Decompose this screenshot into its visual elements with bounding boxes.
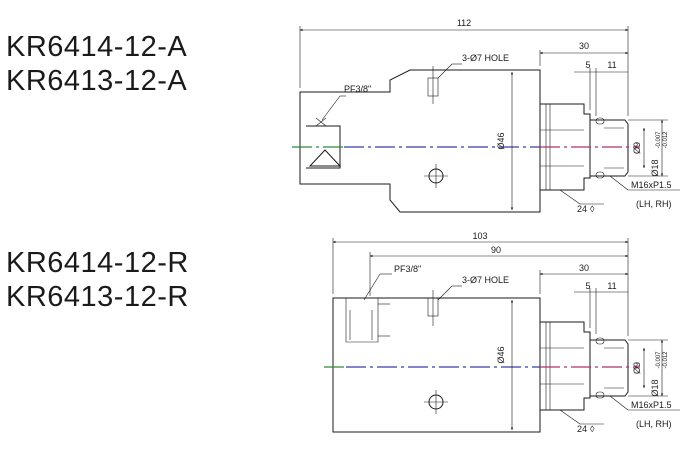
body-r [332, 297, 541, 433]
wrench-icon-a: ◊ [590, 204, 595, 214]
dim-90-r: 90 [491, 245, 501, 255]
hole-label-r: 3-Ø7 HOLE [462, 275, 509, 285]
hex-label-r: 24 [577, 424, 587, 434]
model-label-r2: KR6413-12-R [6, 281, 189, 313]
dim-overall-r: 103 [472, 231, 487, 241]
wrench-icon-r: ◊ [590, 424, 595, 434]
tol-upper-a: -0.007 [656, 131, 662, 149]
drawing-a: 112 30 5 11 3-Ø7 HOLE PF3/8" Ø46 Ø9 Ø18 … [292, 18, 680, 214]
tol-lower-r: -0.012 [663, 351, 669, 369]
dim-overall-a: 112 [457, 18, 471, 28]
thread-dir-a: (LH, RH) [636, 199, 672, 209]
hex-label-a: 24 [577, 204, 587, 214]
hex-section-r [540, 321, 591, 411]
port-label-a: PF3/8" [344, 84, 371, 94]
model-label-a1: KR6414-12-A [6, 31, 188, 63]
thread-dir-r: (LH, RH) [636, 419, 672, 429]
dia46-a: Ø46 [496, 132, 506, 149]
body-a [299, 69, 541, 213]
thread-label-r: M16xP1.5 [631, 400, 672, 410]
drawing-r: 103 90 30 5 11 3-Ø7 HOLE PF3/8" Ø46 Ø9 Ø… [324, 231, 680, 434]
dim-11-r: 11 [607, 281, 616, 291]
thread-label-a: M16xP1.5 [631, 180, 672, 190]
model-label-r1: KR6414-12-R [6, 247, 189, 279]
dim-5-a: 5 [585, 60, 590, 70]
model-label-a2: KR6413-12-A [6, 65, 188, 97]
tol-lower-a: -0.012 [663, 131, 669, 149]
tol-upper-r: -0.007 [656, 351, 662, 369]
shaft-a [590, 119, 629, 177]
dia18-a: Ø18 [650, 159, 660, 176]
port-label-r: PF3/8" [394, 264, 421, 274]
hex-section-a [540, 103, 591, 191]
dia46-r: Ø46 [496, 346, 506, 363]
dim-11-a: 11 [607, 60, 616, 70]
dim-30-a: 30 [579, 41, 589, 51]
hole-label-a: 3-Ø7 HOLE [462, 53, 509, 63]
dim-5-r: 5 [585, 281, 590, 291]
dia9-r: Ø9 [632, 362, 642, 374]
dia18-r: Ø18 [650, 379, 660, 396]
dim-30-r: 30 [579, 263, 589, 273]
shaft-r [590, 339, 629, 397]
dia9-a: Ø9 [632, 142, 642, 154]
